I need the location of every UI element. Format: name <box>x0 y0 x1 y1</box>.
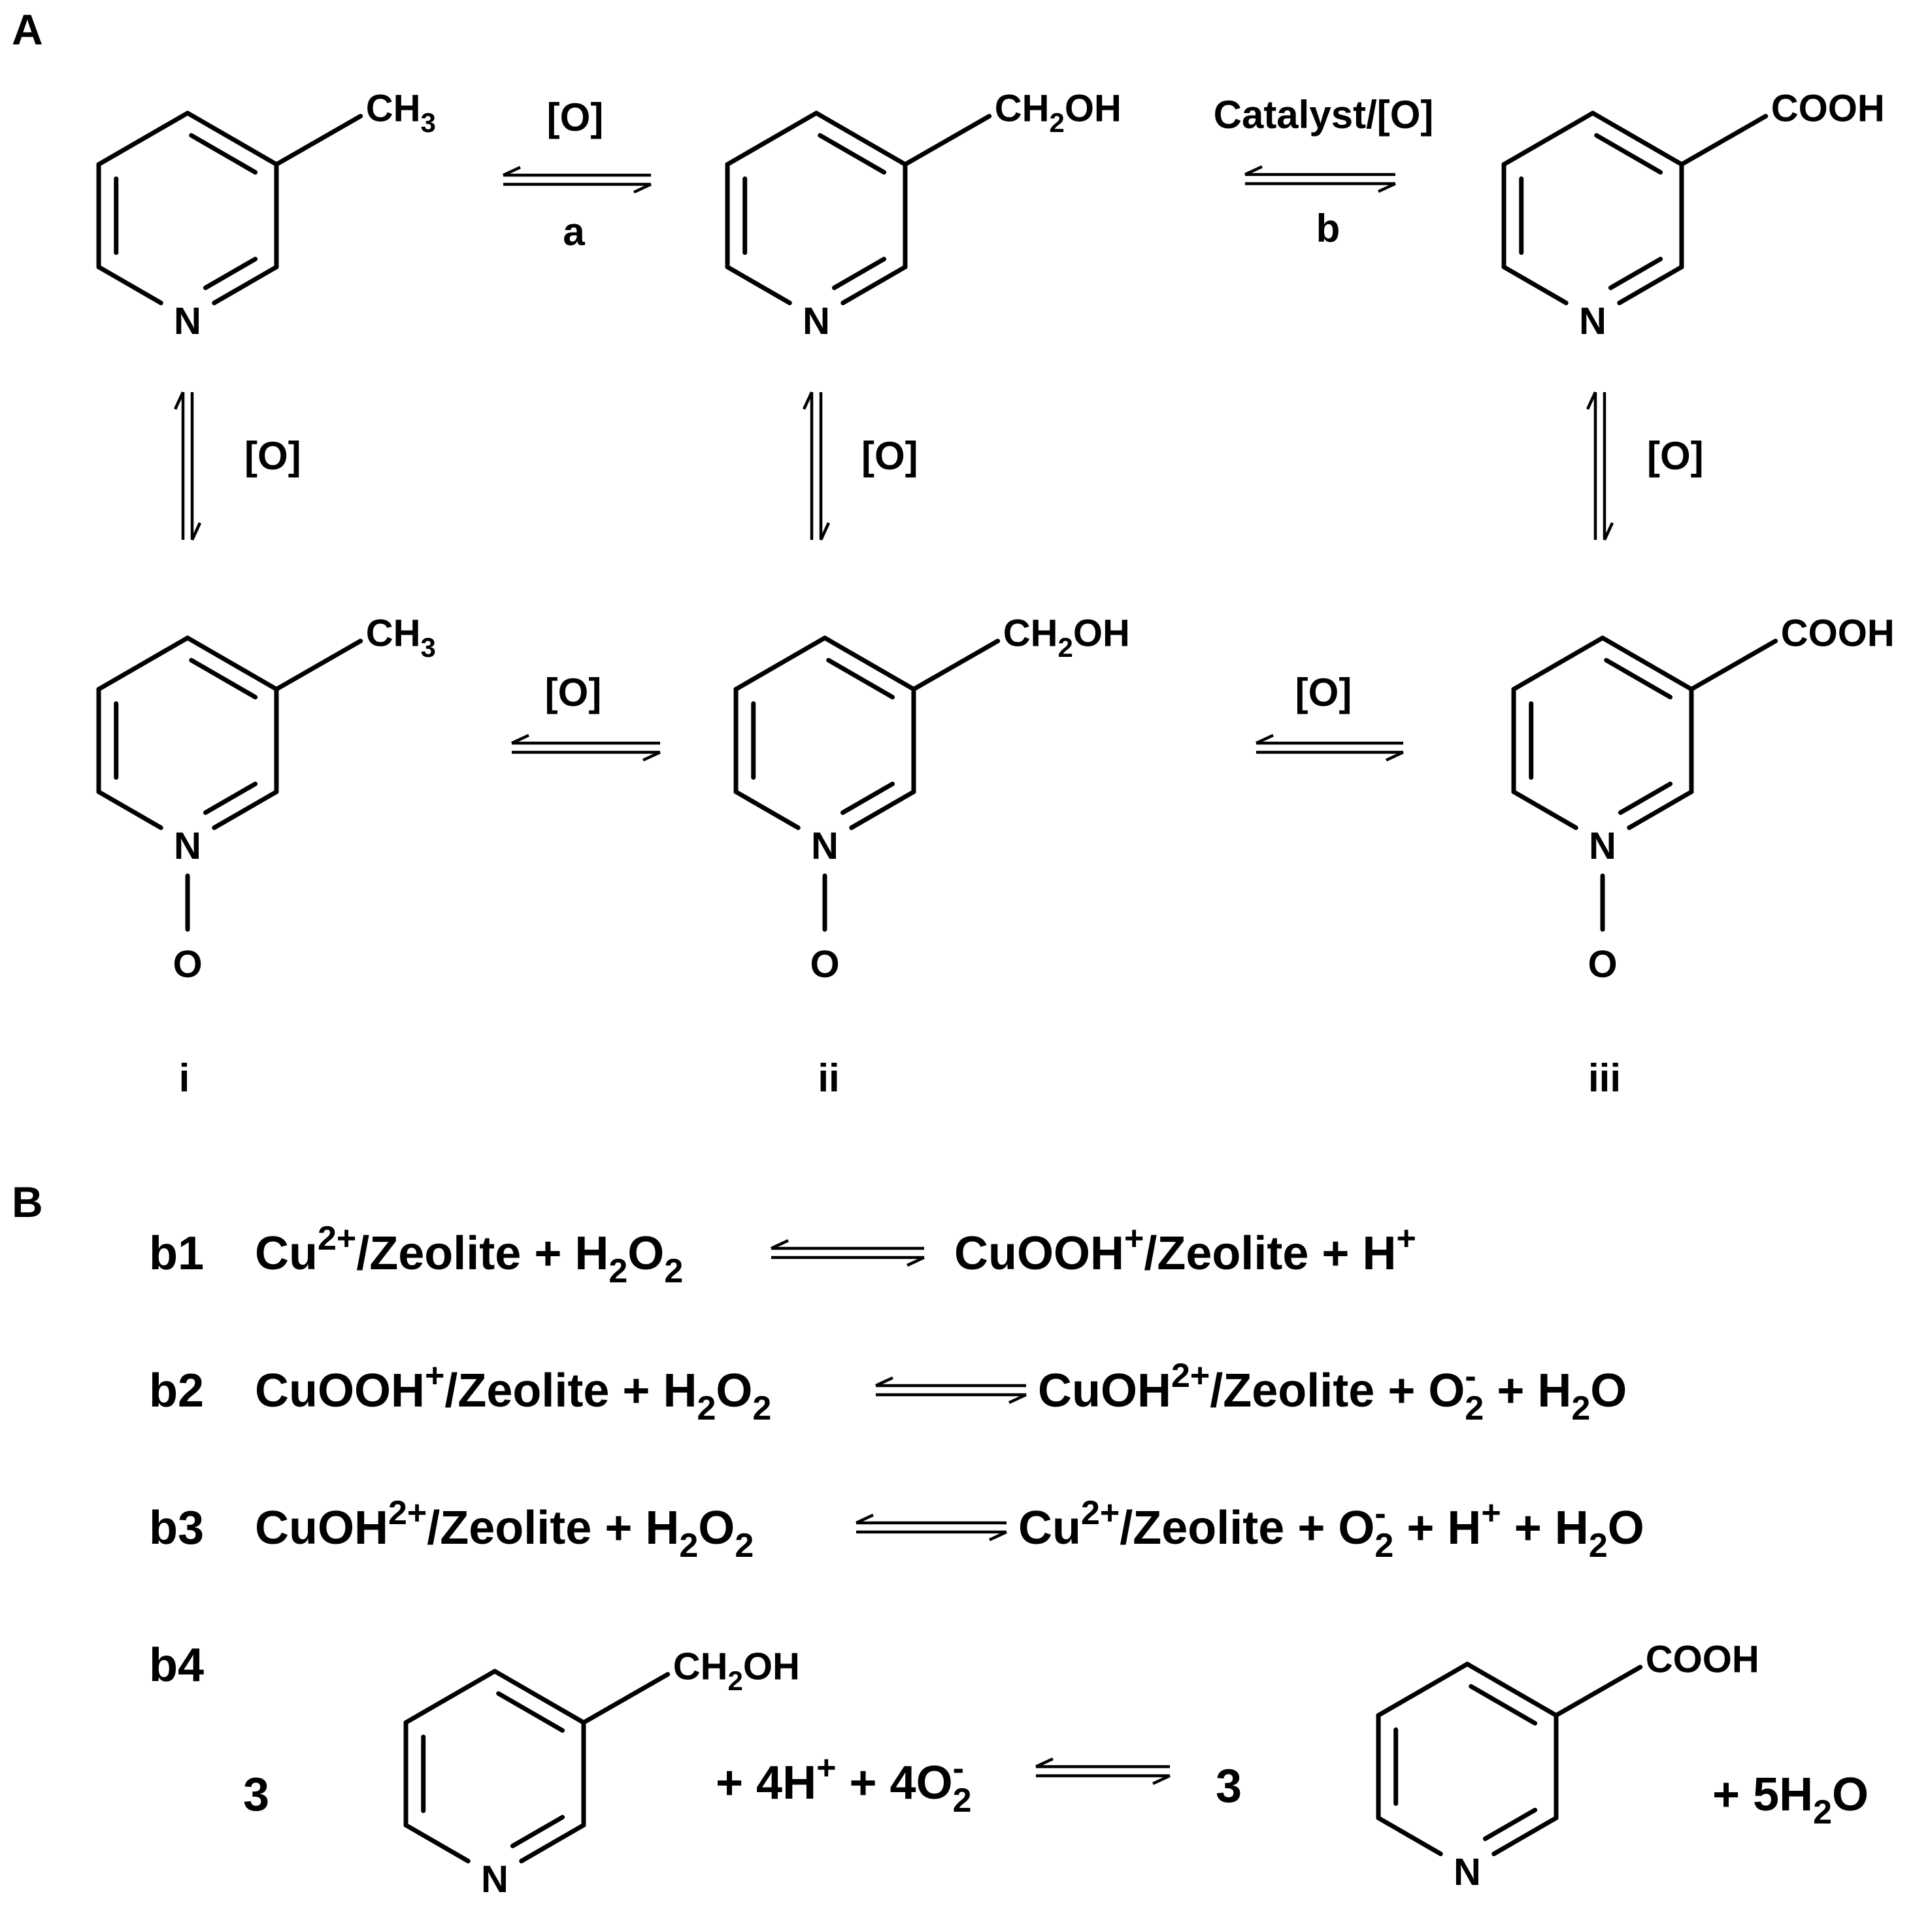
nitrogen-atom: N <box>811 825 839 867</box>
equation-id-b3: b3 <box>149 1502 204 1554</box>
nitrogen-atom: N <box>1454 1851 1481 1893</box>
condition-oxidant: [O] <box>547 95 604 139</box>
equation-b1-reactants: Cu2+/Zeolite + H2O2 <box>255 1220 683 1290</box>
substituent-hydroxymethyl: CH2OH <box>1003 612 1130 663</box>
condition-oxidant: [O] <box>861 434 918 478</box>
nitrogen-atom: N <box>1589 825 1616 867</box>
pyridine-ring: N O CH3 <box>96 612 436 986</box>
nitrogen-atom: N <box>803 300 830 342</box>
substituent-methyl: CH3 <box>366 612 436 663</box>
equilibrium-arrow <box>173 391 202 541</box>
panel-a-label: A <box>12 5 43 54</box>
equation-id-b2: b2 <box>149 1365 204 1417</box>
molecule-structures: NCH3NCH2OHNCOOHNOCH3NOCH2OHNOCOOHNCH2OHN… <box>96 88 1895 1901</box>
substituent-carboxyl: COOH <box>1646 1639 1759 1681</box>
substituent-hydroxymethyl: CH2OH <box>995 88 1122 138</box>
equation-id-b1: b1 <box>149 1227 204 1280</box>
nitrogen-atom: N <box>174 825 201 867</box>
equation-b4-coefficient-left: 3 <box>243 1769 269 1821</box>
substituent-carboxyl: COOH <box>1771 88 1885 130</box>
equilibrium-arrow <box>511 733 661 762</box>
equation-b1-products: CuOOH+/Zeolite + H+ <box>954 1220 1416 1280</box>
compound-label-ii: ii <box>818 1056 839 1100</box>
step-label-a: a <box>563 210 585 254</box>
nitrogen-atom: N <box>1579 300 1606 342</box>
pyridine-ring: N CH2OH <box>725 88 1122 342</box>
condition-oxidant: [O] <box>244 434 301 478</box>
pyridine-ring: N COOH <box>1376 1639 1759 1893</box>
step-label-b: b <box>1316 207 1340 250</box>
equation-b4-water: + 5H2O <box>1712 1769 1869 1831</box>
panel-b-label: B <box>12 1178 43 1226</box>
equilibrium-arrow <box>875 1376 1027 1405</box>
equation-b2-reactants: CuOOH+/Zeolite + H2O2 <box>255 1357 771 1427</box>
equilibrium-arrow <box>1035 1757 1171 1786</box>
substituent-carboxyl: COOH <box>1781 612 1895 655</box>
pyridine-ring: N O COOH <box>1511 612 1895 986</box>
condition-catalyst-oxidant: Catalyst/[O] <box>1214 93 1434 137</box>
pyridine-ring: N COOH <box>1501 88 1885 342</box>
equilibrium-arrows <box>173 165 1614 1786</box>
equation-b4-coefficient-right: 3 <box>1216 1760 1242 1812</box>
substituent-hydroxymethyl: CH2OH <box>673 1646 800 1696</box>
equilibrium-arrow <box>856 1513 1007 1542</box>
equilibrium-arrow <box>771 1239 925 1267</box>
equation-b3-products: Cu2+/Zeolite + O-2 + H+ + H2O <box>1018 1494 1644 1565</box>
equilibrium-arrow <box>503 165 652 194</box>
compound-label-i: i <box>179 1056 190 1100</box>
oxygen-atom: O <box>810 943 839 986</box>
condition-oxidant: [O] <box>1647 434 1704 478</box>
pyridine-ring: N CH2OH <box>403 1646 800 1901</box>
oxygen-atom: O <box>1588 943 1617 986</box>
equilibrium-arrow <box>1244 165 1396 193</box>
substituent-methyl: CH3 <box>366 88 436 138</box>
nitrogen-atom: N <box>174 300 201 342</box>
oxygen-atom: O <box>173 943 202 986</box>
equation-b4-middle-terms: + 4H+ + 4O-2 <box>716 1749 972 1820</box>
equation-b2-products: CuOH2+/Zeolite + O-2 + H2O <box>1038 1357 1627 1427</box>
equation-id-b4: b4 <box>149 1639 204 1691</box>
condition-oxidant: [O] <box>1295 671 1352 714</box>
equation-b3-reactants: CuOH2+/Zeolite + H2O2 <box>255 1494 754 1565</box>
equilibrium-arrow <box>802 391 831 541</box>
equilibrium-arrow <box>1256 733 1404 762</box>
pyridine-ring: N CH3 <box>96 88 436 342</box>
nitrogen-atom: N <box>481 1858 508 1901</box>
condition-oxidant: [O] <box>545 671 602 714</box>
compound-label-iii: iii <box>1588 1056 1621 1100</box>
pyridine-ring: N O CH2OH <box>733 612 1130 986</box>
equilibrium-arrow <box>1586 391 1614 541</box>
